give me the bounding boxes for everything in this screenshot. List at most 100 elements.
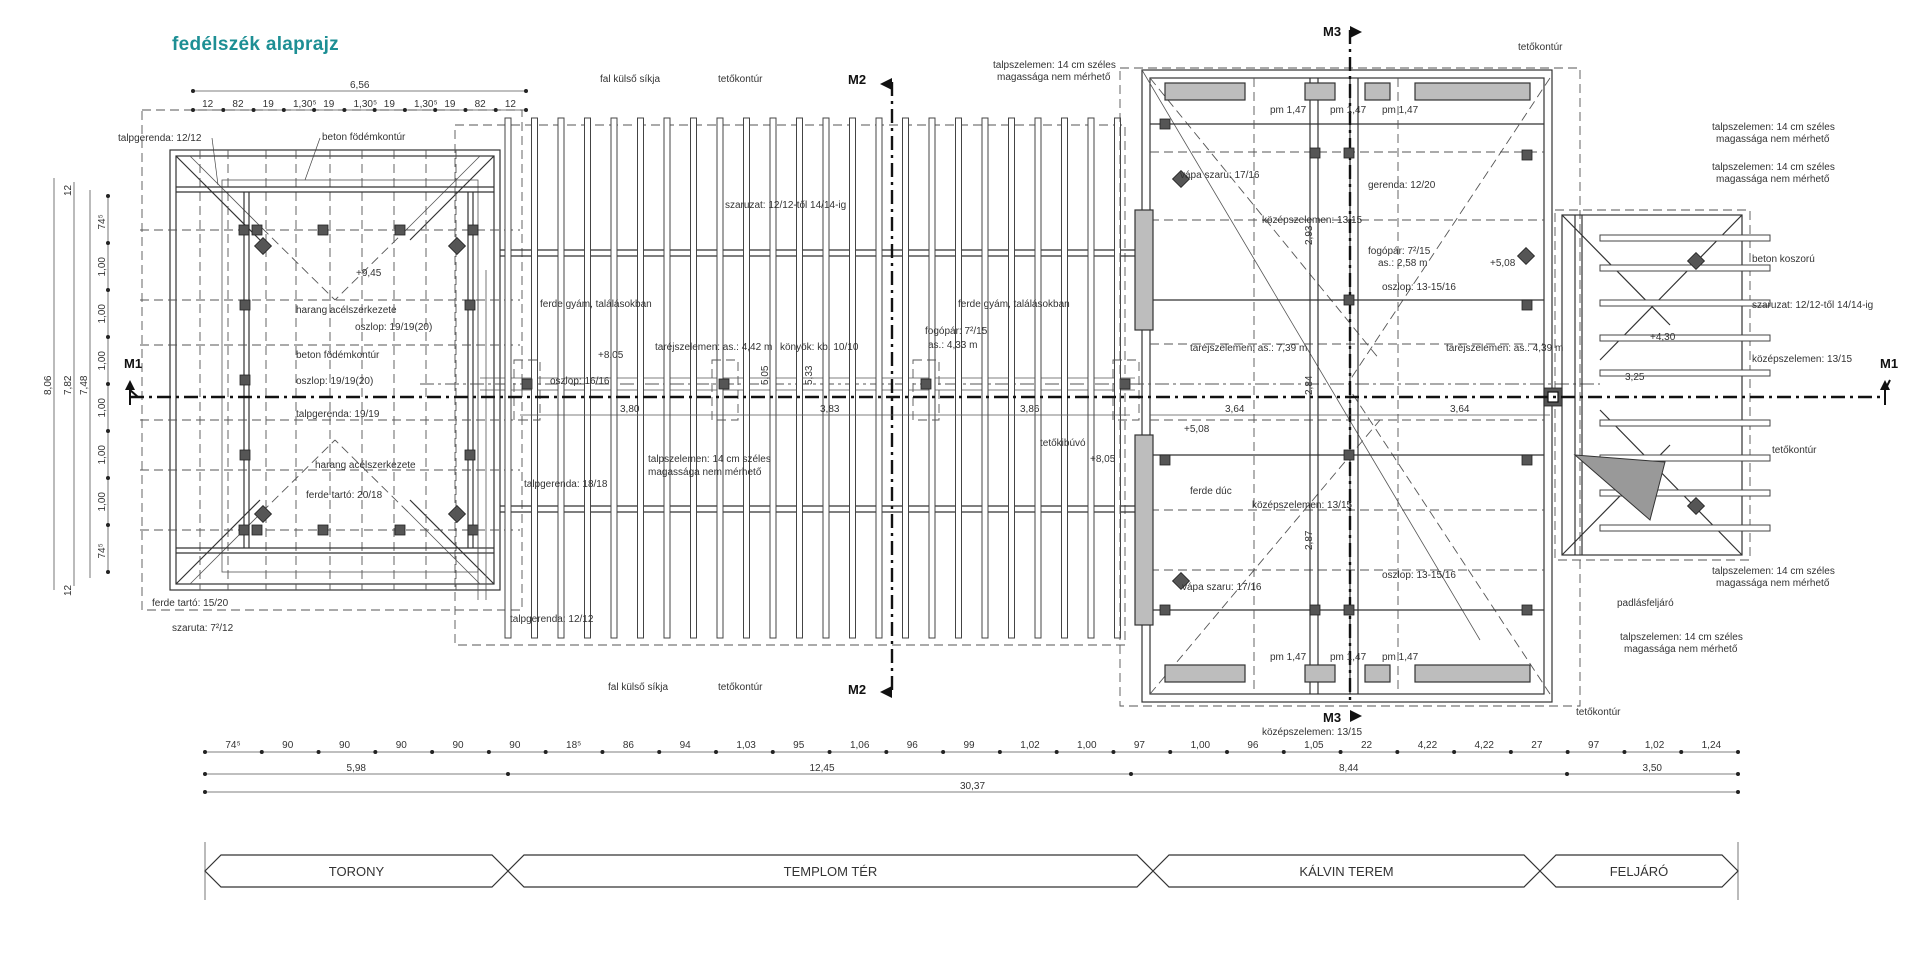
dim-tick — [203, 772, 207, 776]
dim-v2: 5,33 — [804, 365, 815, 385]
elevation-9-45: +9,45 — [356, 268, 382, 279]
dim-top-part: 82 — [475, 99, 487, 110]
dim-tick — [191, 108, 195, 112]
dim-kv1: 3,64 — [1225, 404, 1245, 415]
label-talpgerenda-19-19: talpgerenda: 19/19 — [296, 409, 380, 420]
dim-tick — [1395, 750, 1400, 754]
dim-left-outer-2: 7,82 — [63, 375, 74, 395]
dim-left-part: 1,00 — [97, 351, 108, 371]
dim-tick — [106, 241, 110, 245]
label-vapa-szaru-top: vápa szaru: 17/16 — [1180, 170, 1260, 181]
label-pm-3: pm 1,47 — [1382, 105, 1419, 116]
elevation-8-05-b: +8,05 — [1090, 454, 1116, 465]
dim-top-part: 12 — [505, 99, 517, 110]
nave-rafter — [584, 117, 591, 639]
stair-rafter — [1599, 419, 1771, 427]
label-talpszelemen-fj-2a: talpszelemen: 14 cm széles — [1712, 162, 1835, 173]
dim-tick — [1111, 750, 1116, 754]
dim-tick — [1054, 750, 1059, 754]
dim-tick — [1225, 750, 1229, 754]
nave-rafter — [822, 117, 830, 639]
label-tarejszelemen-7-39: taréjszelemen: as.: 7,39 m — [1190, 343, 1307, 354]
zone-label: TORONY — [329, 864, 385, 879]
dim-span1: 3,80 — [620, 404, 640, 415]
stair-rafter — [1599, 369, 1771, 377]
label-beton-koszoru: beton koszorú — [1752, 254, 1815, 265]
dim-left-part: 1,00 — [97, 398, 108, 418]
label-talpszelemen-nave-1: talpszelemen: 14 cm széles — [648, 454, 771, 465]
nave-rafter — [981, 117, 989, 639]
dim-fj: 3,25 — [1625, 372, 1645, 383]
nave-rafter — [1008, 117, 1015, 639]
dim-left-part: 1,00 — [97, 492, 108, 512]
nave-rafter — [531, 117, 538, 639]
dim-tick — [524, 108, 528, 112]
annotations: talpgerenda: 12/12 beton födémkontúr har… — [118, 42, 1873, 738]
dim-bottom-part: 99 — [964, 740, 976, 751]
nave-rafter — [1034, 117, 1042, 639]
label-padlasfeljaro: padlásfeljáró — [1617, 598, 1674, 609]
label-pm-4: pm 1,47 — [1270, 652, 1307, 663]
dim-left-part: 1,00 — [97, 304, 108, 324]
dim-tick — [1508, 750, 1513, 754]
dim-top-part: 1,30⁵ — [354, 99, 378, 110]
zone-label: TEMPLOM TÉR — [784, 864, 878, 879]
dim-tick — [281, 108, 286, 112]
nave-rafter — [743, 117, 750, 639]
label-ferde-gyam-right: ferde gyám, találásokban — [958, 299, 1070, 310]
dim-bottom-part: 27 — [1531, 740, 1543, 751]
label-tetokontur-kv-bottom: tetőkontúr — [1576, 707, 1621, 718]
dim-left-end: 12 — [63, 184, 74, 196]
stair-rafter — [1599, 524, 1771, 532]
dim-tick — [524, 89, 528, 93]
dim-v4: 2,93 — [1304, 225, 1315, 245]
nave-rafter — [1087, 117, 1095, 639]
dim-tick — [770, 750, 775, 754]
dim-bottom-part: 96 — [907, 740, 919, 751]
elevation-5-08-b: +5,08 — [1490, 258, 1516, 269]
dim-kv2: 3,64 — [1450, 404, 1470, 415]
dim-bottom-part: 1,05 — [1304, 740, 1324, 751]
dim-bottom-total: 30,37 — [960, 781, 985, 792]
dim-bottom-part: 97 — [1588, 740, 1600, 751]
inner-dimensions: 3,80 3,83 3,86 3,64 3,64 3,25 5,05 5,33 … — [520, 225, 1645, 550]
label-pm-1: pm 1,47 — [1270, 105, 1307, 116]
nave-rafter — [1061, 117, 1068, 639]
label-talpszelemen-kv-2: magassága nem mérhető — [997, 72, 1111, 83]
label-talpszelemen-fj-3a: talpszelemen: 14 cm széles — [1712, 566, 1835, 577]
label-talpgerenda-18-18: talpgerenda: 18/18 — [524, 479, 608, 490]
dim-tick — [191, 89, 195, 93]
dim-tick — [106, 523, 110, 527]
dim-left-part: 1,00 — [97, 445, 108, 465]
dim-top-part: 1,30⁵ — [293, 99, 317, 110]
label-harang-bottom: harang acélszerkezete — [315, 460, 416, 471]
label-talpszelemen-kv-1: talpszelemen: 14 cm széles — [993, 60, 1116, 71]
dim-tick — [430, 750, 435, 754]
nave-rafter — [637, 117, 644, 639]
dim-span3: 3,86 — [1020, 404, 1040, 415]
dim-tick — [1736, 750, 1740, 754]
zone-arrow — [1539, 854, 1739, 888]
label-oszlop-16-16: oszlop: 16/16 — [550, 376, 610, 387]
dim-tick — [1168, 750, 1173, 754]
label-vapa-szaru-bottom: vápa szaru: 17/16 — [1182, 582, 1262, 593]
label-pm-2: pm 1,47 — [1330, 105, 1367, 116]
stair-rafter — [1599, 234, 1771, 242]
stair-rafter — [1599, 334, 1771, 342]
dim-tick — [373, 750, 378, 754]
nave-rafter — [902, 117, 909, 639]
label-ferde-duc: ferde dúc — [1190, 486, 1232, 497]
label-harang-top: harang acélszerkezete — [296, 305, 397, 316]
dim-left-outer-1: 8,06 — [43, 375, 54, 395]
dim-bottom-part: 97 — [1134, 740, 1146, 751]
section-label-m2-bottom: M2 — [848, 682, 866, 697]
dim-left-part: 74⁵ — [97, 543, 108, 558]
section-m2: M2 M2 — [848, 72, 894, 698]
dim-bottom-part: 1,02 — [1020, 740, 1040, 751]
dim-left-part: 74⁵ — [97, 214, 108, 229]
dim-top-part: 19 — [444, 99, 456, 110]
zone-label: FELJÁRÓ — [1610, 864, 1669, 879]
nave-rafter — [504, 117, 512, 639]
dim-bottom-part: 1,02 — [1645, 740, 1665, 751]
